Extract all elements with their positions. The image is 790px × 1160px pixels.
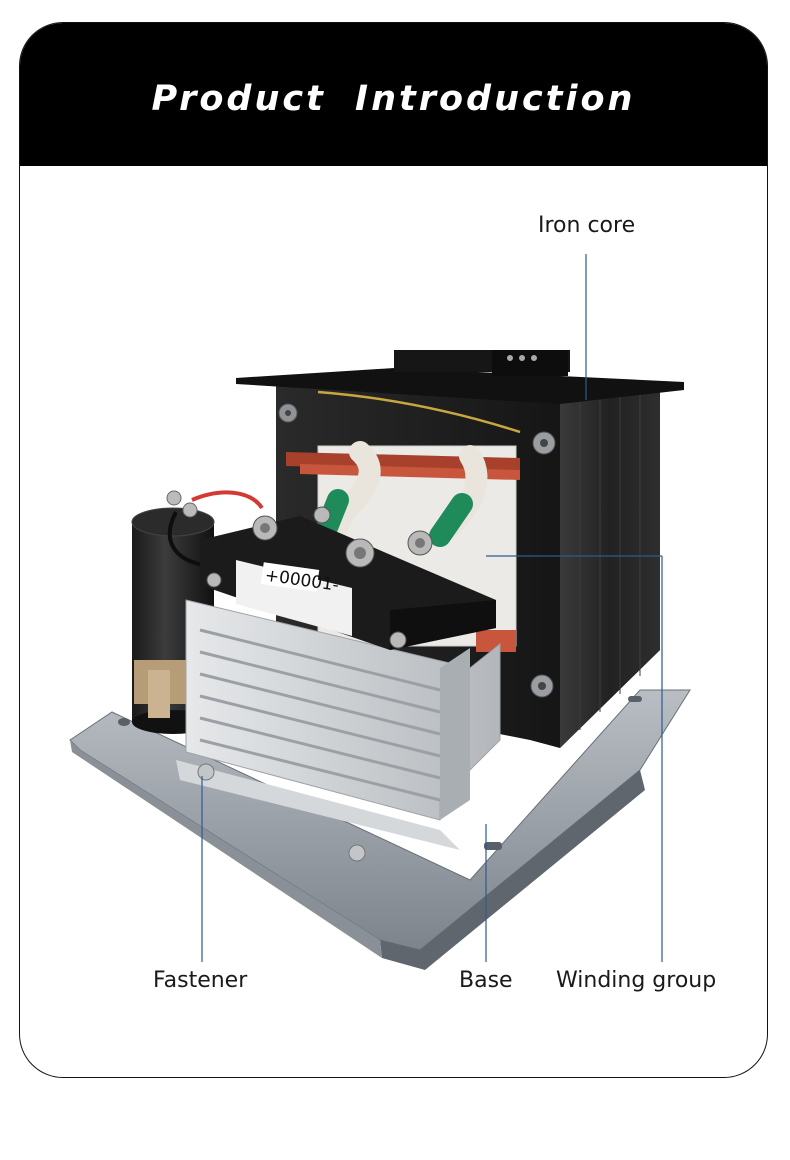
label-base: Base <box>459 968 513 993</box>
fastener-screw <box>348 844 366 862</box>
page-title: Product Introduction <box>151 79 636 119</box>
label-winding-group: Winding group <box>556 968 717 993</box>
power-module: +00001- <box>200 506 496 650</box>
header-bar: Product Introduction <box>20 23 767 166</box>
label-fastener: Fastener <box>153 968 248 993</box>
leader-lines <box>201 254 663 962</box>
base-slot <box>628 696 642 702</box>
base-slot <box>484 842 502 850</box>
base-plate <box>69 689 691 970</box>
base-hole <box>118 718 130 726</box>
fastener-screw <box>197 763 215 781</box>
heatsink <box>176 599 501 862</box>
label-iron-core: Iron core <box>538 213 636 238</box>
